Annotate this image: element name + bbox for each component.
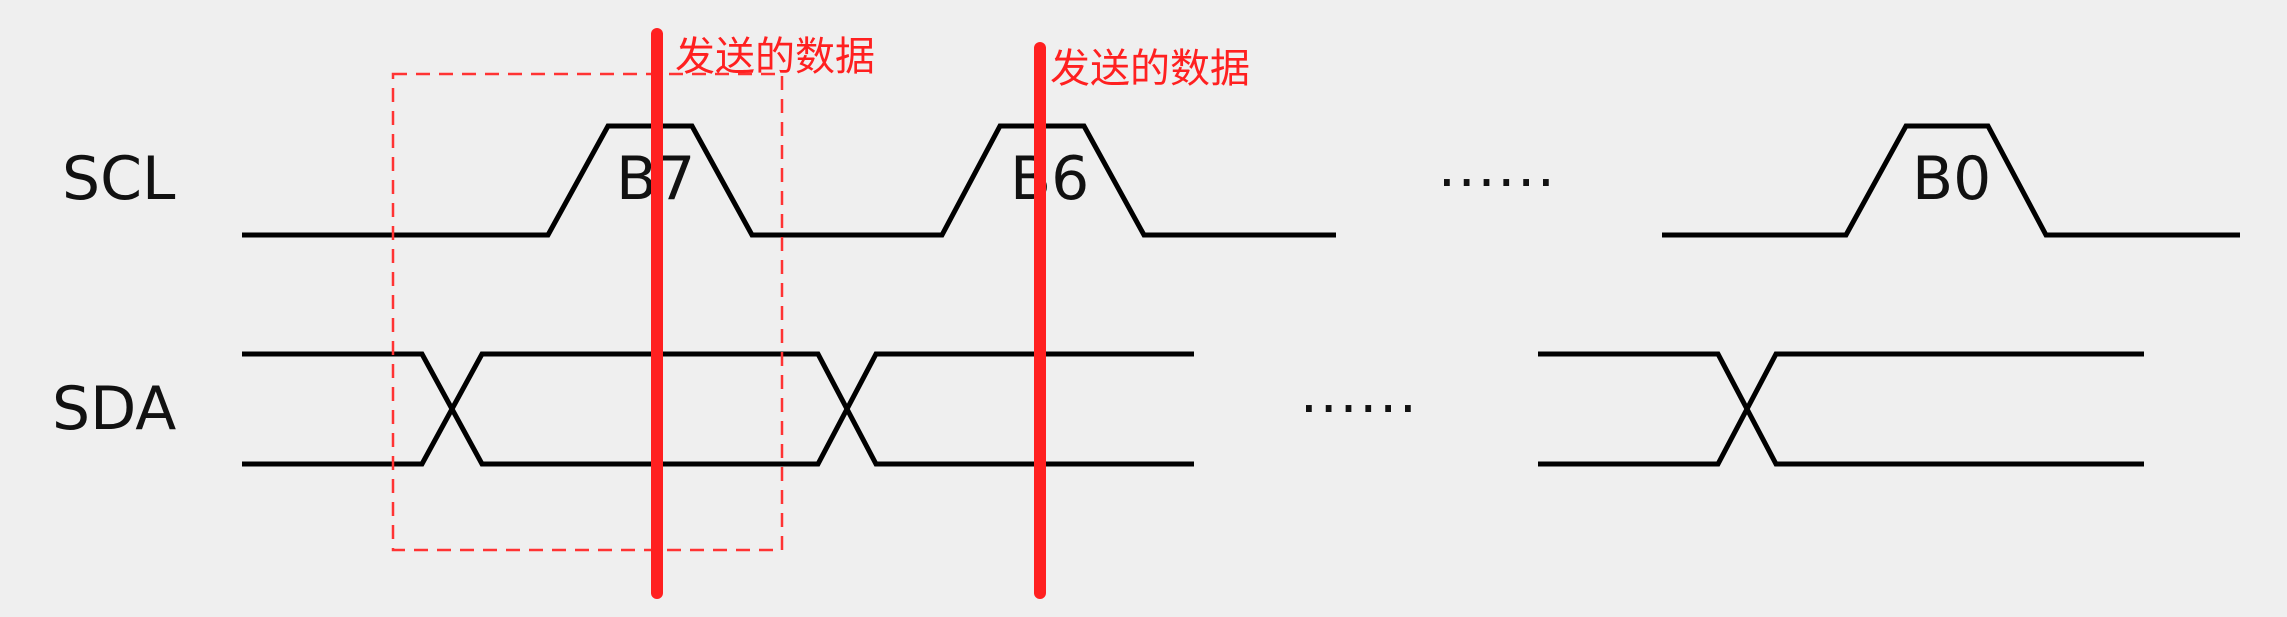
scl-waveform-b7-b6 — [242, 123, 1336, 238]
scl-waveform-b0 — [1662, 123, 2240, 238]
annotation-send-data-1: 发送的数据 — [675, 34, 875, 80]
sda-waveform-bottom-1 — [242, 351, 1194, 467]
bit-label-b0: B0 — [1912, 144, 1991, 214]
sda-waveform-top-2 — [1538, 351, 2144, 467]
sda-label: SDA — [52, 374, 176, 444]
scl-ellipsis: ...... — [1438, 135, 1557, 200]
sda-ellipsis: ...... — [1300, 361, 1419, 426]
first-bit-highlight-frame — [391, 72, 784, 552]
sda-waveform-top-1 — [242, 351, 1194, 467]
sda-waveform-bottom-2 — [1538, 351, 2144, 467]
scl-label: SCL — [62, 144, 176, 214]
bit-label-b6: B6 — [1010, 144, 1089, 214]
annotation-send-data-2: 发送的数据 — [1050, 46, 1250, 92]
